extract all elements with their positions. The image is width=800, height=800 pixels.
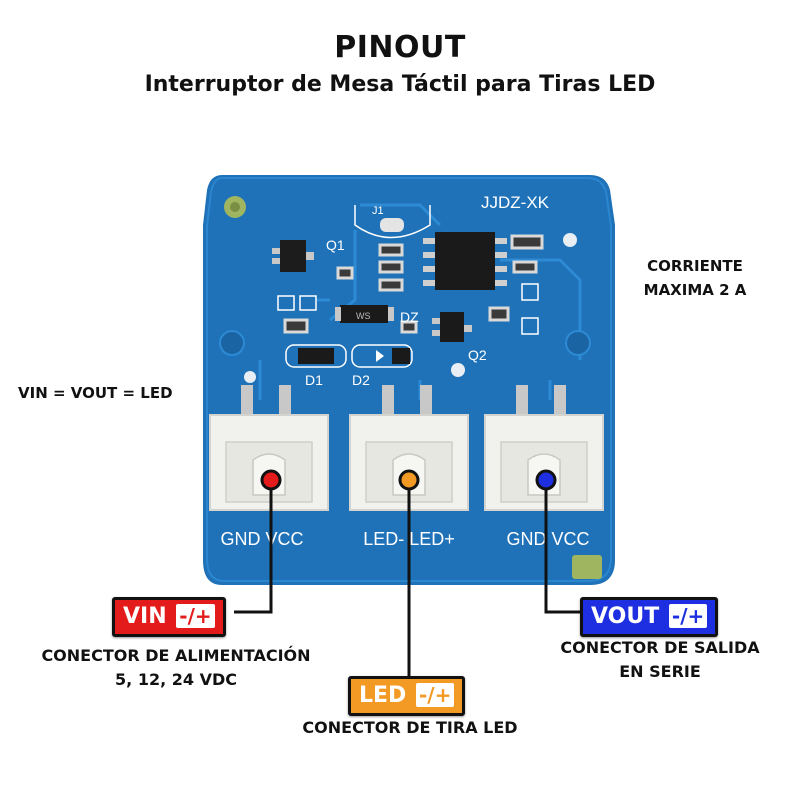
dz-label: DZ bbox=[400, 309, 419, 325]
vin-description: CONECTOR DE ALIMENTACIÓN 5, 12, 24 VDC bbox=[18, 644, 334, 692]
d2-label: D2 bbox=[352, 372, 370, 388]
led-badge-sign: -/+ bbox=[415, 683, 455, 707]
led-description: CONECTOR DE TIRA LED bbox=[270, 716, 550, 740]
led-description-line1: CONECTOR DE TIRA LED bbox=[302, 718, 518, 737]
vout-description-line2: EN SERIE bbox=[619, 662, 701, 681]
vout-description: CONECTOR DE SALIDA EN SERIE bbox=[540, 636, 780, 684]
ws-label: WS bbox=[356, 311, 371, 321]
mounting-hole-right bbox=[565, 330, 591, 356]
led-badge-name: LED bbox=[359, 683, 407, 708]
max-current-note: CORRIENTE MAXIMA 2 A bbox=[643, 257, 747, 299]
vout-badge-name: VOUT bbox=[591, 604, 660, 629]
connector-led bbox=[349, 385, 469, 511]
vout-badge-sign: -/+ bbox=[668, 604, 708, 628]
vin-marker bbox=[260, 469, 282, 491]
connector-label-vin: GND VCC bbox=[220, 529, 303, 549]
pad-bottom-right bbox=[572, 555, 602, 579]
vout-marker bbox=[535, 469, 557, 491]
q2-label: Q2 bbox=[468, 347, 487, 363]
led-marker bbox=[398, 469, 420, 491]
led-badge: LED -/+ bbox=[348, 676, 466, 716]
vin-vout-led-note: VIN = VOUT = LED bbox=[18, 384, 173, 402]
vin-badge-name: VIN bbox=[123, 604, 167, 629]
q1-label: Q1 bbox=[326, 237, 345, 253]
j1-label: J1 bbox=[372, 205, 384, 217]
page-title: PINOUT bbox=[334, 30, 466, 65]
leader-line-vout bbox=[544, 482, 580, 614]
vout-badge: VOUT -/+ bbox=[580, 597, 719, 637]
connector-label-vout: GND VCC bbox=[506, 529, 589, 549]
mounting-hole-left bbox=[219, 330, 245, 356]
connector-vin bbox=[209, 385, 329, 511]
vin-badge: VIN -/+ bbox=[112, 597, 226, 637]
vin-badge-sign: -/+ bbox=[176, 604, 215, 628]
vin-description-line1: CONECTOR DE ALIMENTACIÓN bbox=[41, 646, 311, 665]
vout-description-line1: CONECTOR DE SALIDA bbox=[560, 638, 760, 657]
model-label: JJDZ-XK bbox=[481, 193, 550, 212]
vin-description-line2: 5, 12, 24 VDC bbox=[115, 670, 237, 689]
d1-label: D1 bbox=[305, 372, 323, 388]
ic-chip bbox=[435, 232, 495, 290]
leader-line-vin bbox=[234, 482, 273, 614]
page-subtitle: Interruptor de Mesa Táctil para Tiras LE… bbox=[144, 72, 656, 97]
